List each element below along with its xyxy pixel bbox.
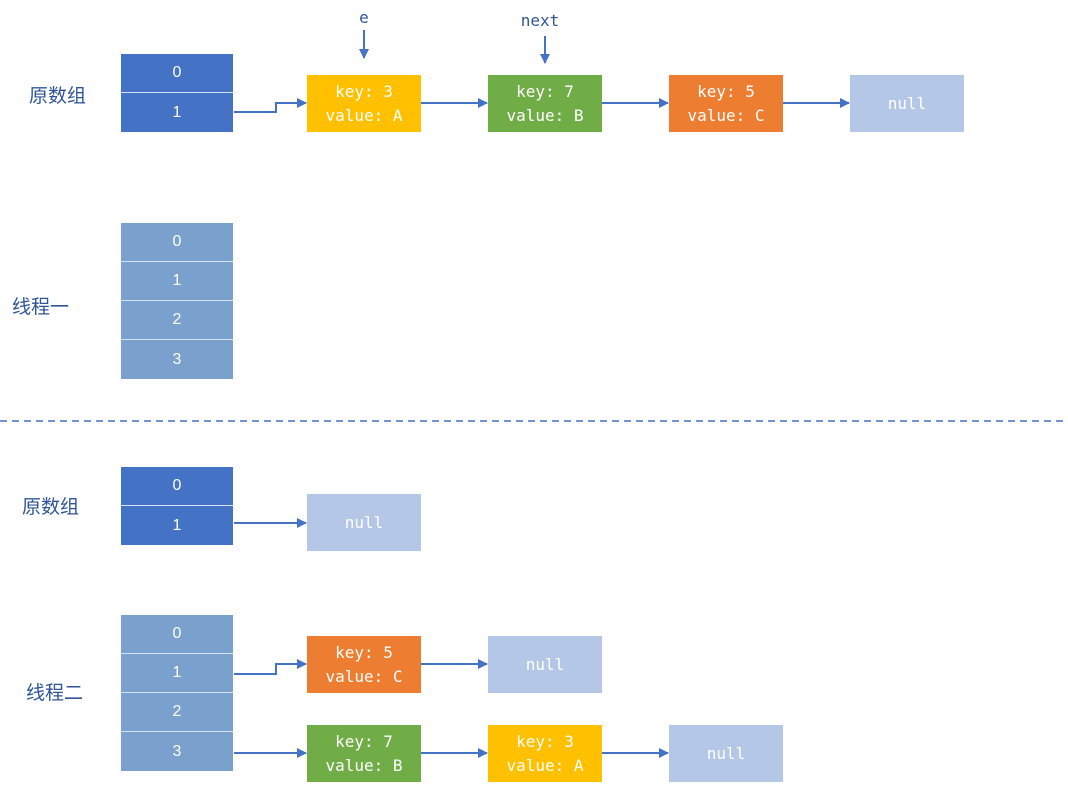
null-node: null — [669, 725, 783, 782]
node-key5-c: key: 5 value: C — [669, 75, 783, 132]
label-thread-two: 线程二 — [26, 682, 84, 704]
null-text: null — [706, 743, 746, 763]
null-node: null — [488, 636, 602, 693]
node-key: key: 7 — [516, 81, 574, 101]
node-key7-b: key: 7 value: B — [307, 725, 421, 782]
array-cell: 3 — [121, 340, 233, 379]
node-value: value: A — [506, 755, 584, 775]
thread-two-array: 0 1 2 3 — [120, 614, 234, 772]
label-thread-one: 线程一 — [12, 296, 70, 318]
null-text: null — [344, 512, 384, 532]
arrow-thread2-index1-to-key5 — [234, 659, 307, 675]
array-cell: 2 — [121, 301, 233, 340]
node-key: key: 3 — [516, 731, 574, 751]
node-key: key: 3 — [335, 81, 393, 101]
node-key: key: 7 — [335, 731, 393, 751]
node-key3-a: key: 3 value: A — [307, 75, 421, 132]
node-key: key: 5 — [697, 81, 755, 101]
array-cell: 1 — [121, 93, 233, 132]
node-value: value: B — [325, 755, 403, 775]
null-text: null — [887, 93, 927, 113]
array-cell: 1 — [121, 654, 233, 693]
pointer-e-label: e — [359, 8, 369, 27]
node-value: value: C — [687, 105, 765, 125]
original-array-top: 0 1 — [120, 53, 234, 133]
array-cell: 1 — [121, 262, 233, 301]
node-key5-c: key: 5 value: C — [307, 636, 421, 693]
array-cell: 0 — [121, 223, 233, 262]
array-cell: 0 — [121, 54, 233, 93]
node-key3-a: key: 3 value: A — [488, 725, 602, 782]
node-value: value: C — [325, 666, 403, 686]
array-cell: 1 — [121, 506, 233, 545]
null-text: null — [525, 654, 565, 674]
null-node: null — [307, 494, 421, 551]
arrow-array1-to-node-key3 — [234, 98, 307, 113]
node-key7-b: key: 7 value: B — [488, 75, 602, 132]
array-cell: 0 — [121, 467, 233, 506]
array-cell: 0 — [121, 615, 233, 654]
thread-one-array: 0 1 2 3 — [120, 222, 234, 380]
node-value: value: A — [325, 105, 403, 125]
label-original-array-bottom: 原数组 — [22, 496, 80, 518]
array-cell: 3 — [121, 732, 233, 771]
array-cell: 2 — [121, 693, 233, 732]
node-key: key: 5 — [335, 642, 393, 662]
label-original-array-top: 原数组 — [29, 85, 87, 107]
node-value: value: B — [506, 105, 584, 125]
null-node: null — [850, 75, 964, 132]
original-array-bottom: 0 1 — [120, 466, 234, 546]
pointer-next-label: next — [520, 11, 560, 30]
